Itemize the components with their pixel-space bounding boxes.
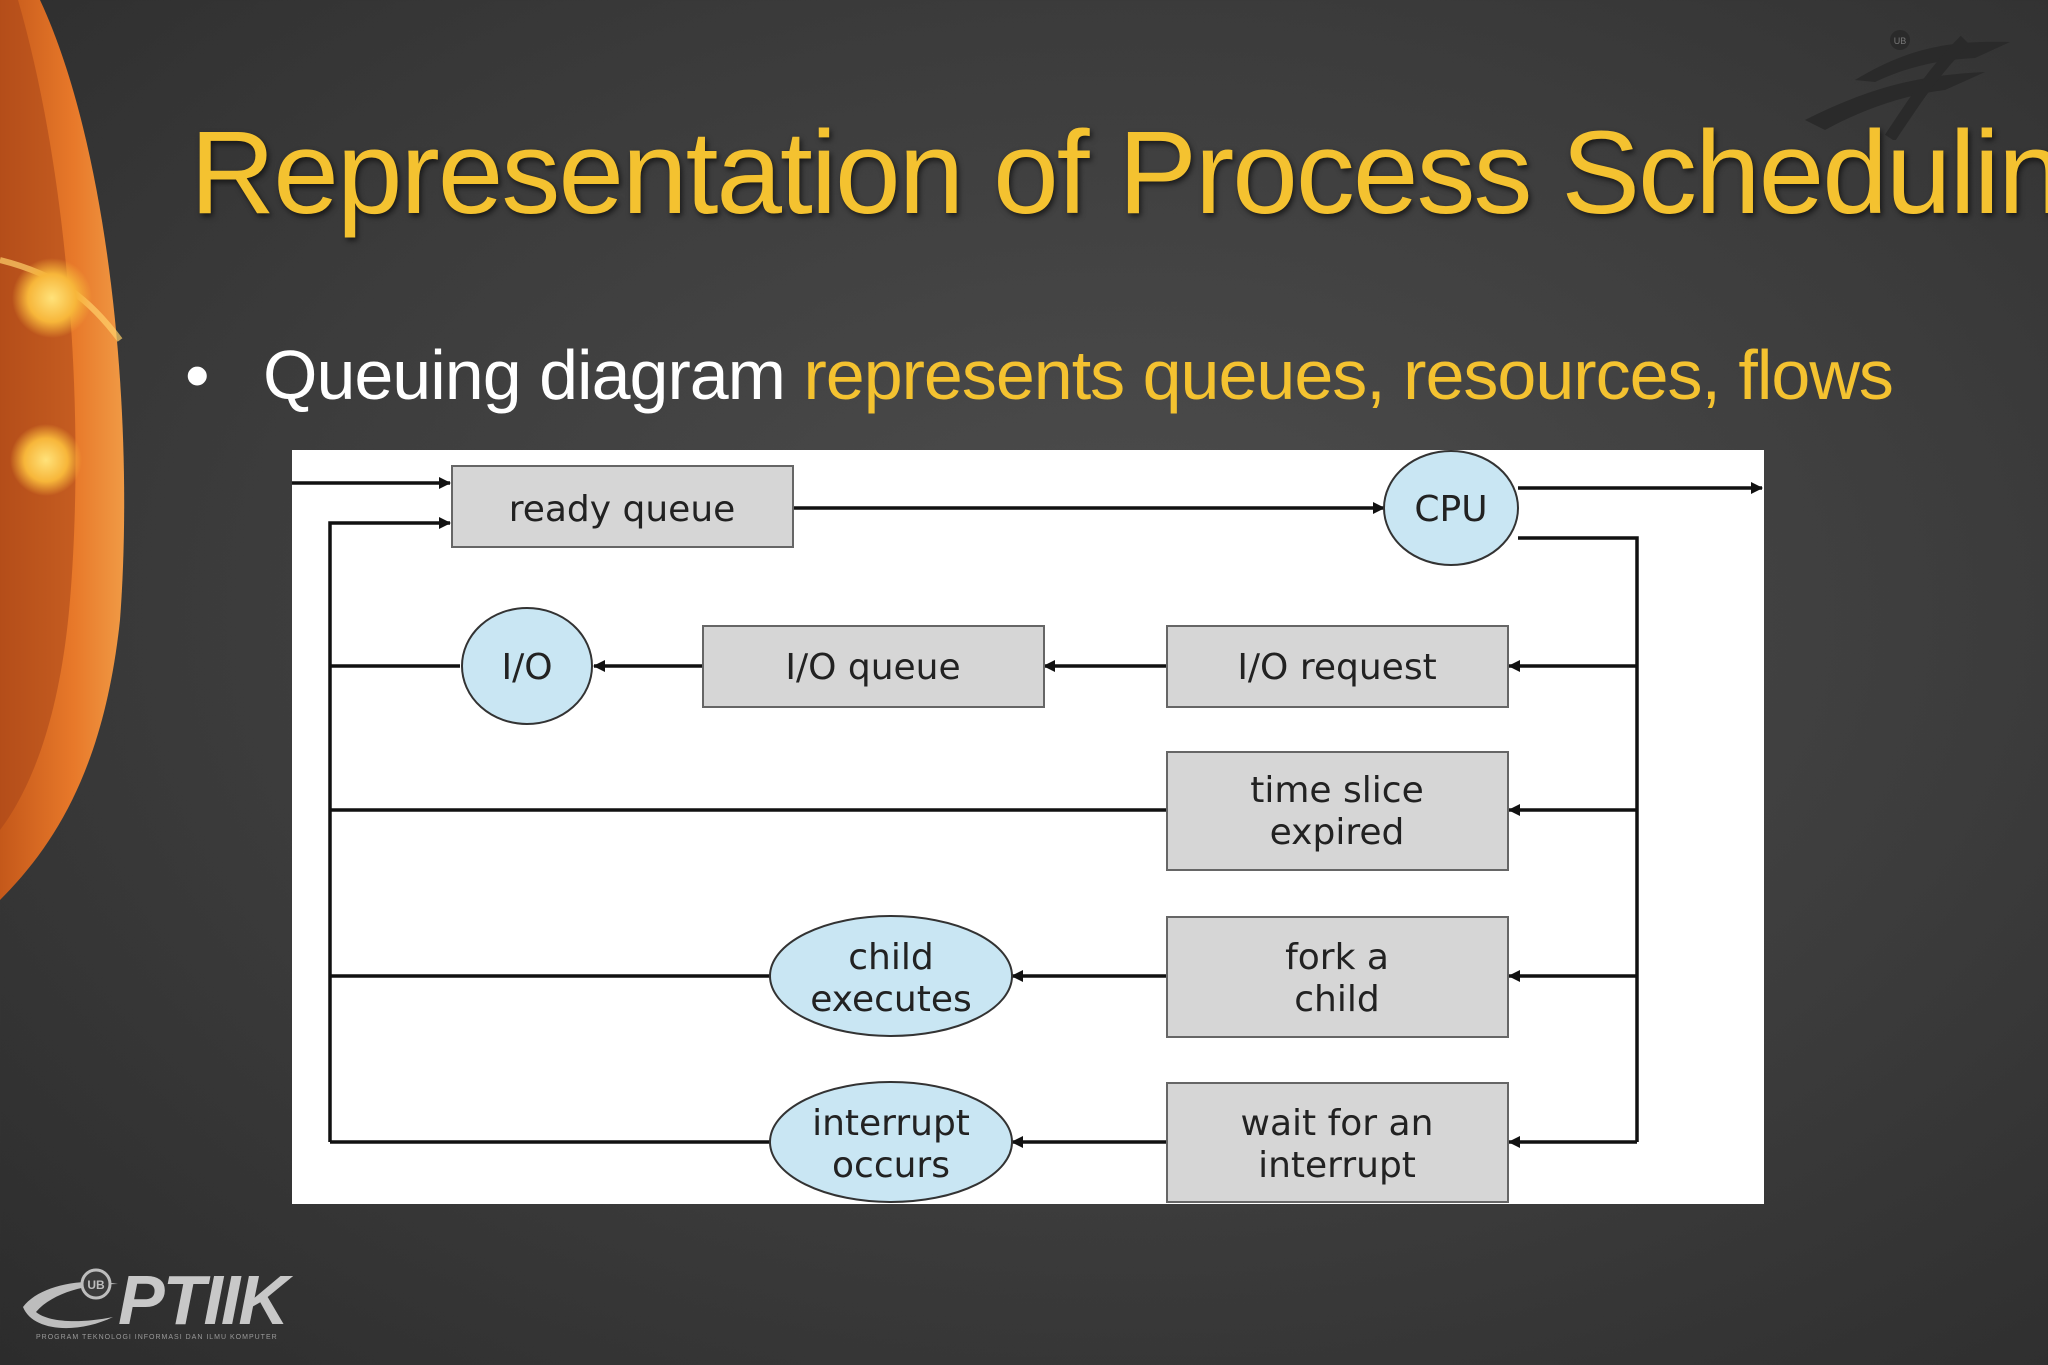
child-executes-label-line2: executes bbox=[810, 979, 972, 1020]
bullet-lead-text: Queuing diagram bbox=[263, 336, 786, 414]
edge-cpu-right-bus bbox=[1518, 536, 1639, 1142]
ptiik-logo: UB PTIIK PROGRAM TEKNOLOGI INFORMASI DAN… bbox=[18, 1261, 289, 1347]
bullet-rest-text: represents queues, resources, flows bbox=[803, 336, 1893, 414]
interrupt-occurs-label-line2: occurs bbox=[832, 1145, 950, 1186]
ptiik-badge: UB bbox=[87, 1278, 105, 1292]
child-executes-label-line1: child bbox=[848, 937, 933, 978]
orange-swoosh-decoration bbox=[0, 0, 125, 900]
ptiik-logo-text: PTIIK bbox=[118, 1261, 289, 1339]
node-wait-for-interrupt: wait for an interrupt bbox=[1166, 1082, 1509, 1203]
interrupt-occurs-label-line1: interrupt bbox=[812, 1103, 970, 1144]
node-interrupt-occurs: interrupt occurs bbox=[769, 1081, 1013, 1203]
io-request-label: I/O request bbox=[1237, 647, 1436, 688]
node-ready-queue: ready queue bbox=[451, 465, 794, 548]
ptiik-swoosh-icon: UB bbox=[23, 1268, 118, 1329]
svg-text:UB: UB bbox=[1894, 36, 1907, 46]
ready-queue-label: ready queue bbox=[509, 489, 736, 530]
cpu-label: CPU bbox=[1414, 489, 1487, 530]
node-io-queue: I/O queue bbox=[702, 625, 1045, 708]
queuing-diagram: ready queue CPU I/O I/O queue I/O reques… bbox=[292, 450, 1764, 1204]
node-io-request: I/O request bbox=[1166, 625, 1509, 708]
edge-return-to-ready-queue bbox=[328, 517, 451, 1142]
diagram-edges bbox=[292, 477, 1763, 1148]
fork-label-line1: fork a bbox=[1285, 937, 1389, 978]
node-fork-a-child: fork a child bbox=[1166, 916, 1509, 1038]
node-cpu: CPU bbox=[1383, 450, 1519, 566]
bullet-point: • Queuing diagram represents queues, reso… bbox=[185, 335, 1894, 415]
brand-logo-icon: UB bbox=[1805, 30, 2010, 140]
ptiik-tagline: PROGRAM TEKNOLOGI INFORMASI DAN ILMU KOM… bbox=[36, 1334, 278, 1341]
node-time-slice-expired: time slice expired bbox=[1166, 751, 1509, 871]
io-label: I/O bbox=[501, 647, 552, 688]
bullet-icon: • bbox=[185, 336, 210, 414]
queuing-diagram-svg: ready queue CPU I/O I/O queue I/O reques… bbox=[292, 450, 1763, 1203]
node-child-executes: child executes bbox=[769, 915, 1013, 1037]
fork-label-line2: child bbox=[1294, 979, 1379, 1020]
node-io: I/O bbox=[461, 607, 593, 725]
wait-label-line1: wait for an bbox=[1241, 1103, 1434, 1144]
io-queue-label: I/O queue bbox=[785, 647, 960, 688]
wait-label-line2: interrupt bbox=[1258, 1145, 1416, 1186]
time-slice-label-line2: expired bbox=[1270, 812, 1405, 853]
time-slice-label-line1: time slice bbox=[1250, 770, 1423, 811]
slide-title: Representation of Process Scheduling bbox=[190, 107, 2048, 239]
